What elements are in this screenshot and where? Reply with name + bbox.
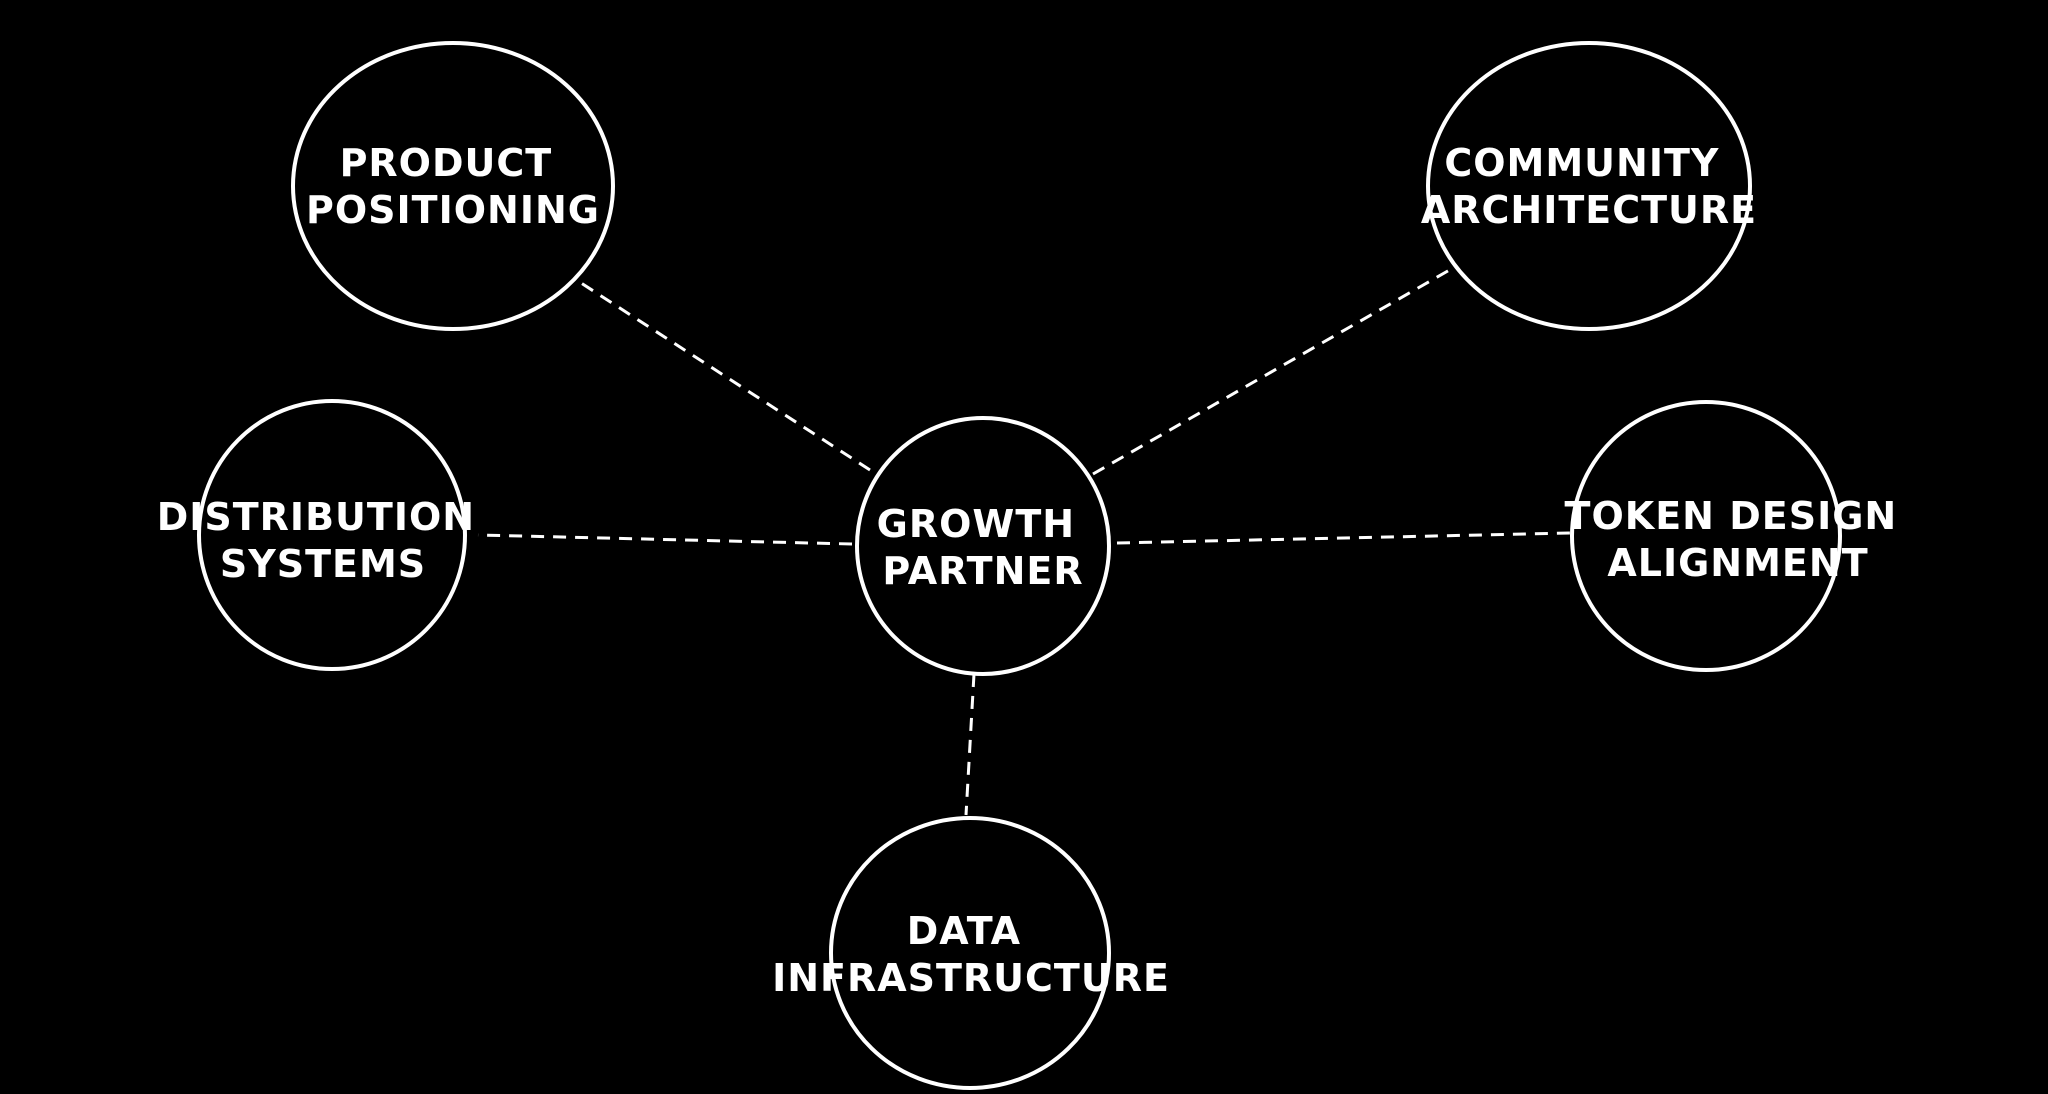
node-circle [1426,41,1752,331]
node-label-line: SYSTEMS [220,542,426,586]
node-label: DISTRIBUTION SYSTEMS [157,495,490,586]
node-label-line: ARCHITECTURE [1421,188,1757,232]
node-token-design-alignment: TOKEN DESIGN ALIGNMENT [1565,400,1912,672]
node-label: GROWTH PARTNER [877,502,1090,593]
node-label-line: DATA [907,909,1021,953]
node-circle [197,399,467,671]
node-label-line: PRODUCT [340,141,553,185]
node-label-line: INFRASTRUCTURE [772,956,1170,1000]
node-circle [291,41,615,331]
connector-product-positioning [577,279,871,472]
connector-layer [477,266,1571,816]
node-label: COMMUNITY ARCHITECTURE [1421,141,1757,232]
node-label-line: GROWTH [877,502,1075,546]
node-distribution-systems: DISTRIBUTION SYSTEMS [157,399,490,671]
node-label-line: DISTRIBUTION [157,495,475,539]
node-community-architecture: COMMUNITY ARCHITECTURE [1421,41,1757,331]
node-circle [1570,400,1842,672]
connector-distribution-systems [477,533,853,546]
connector-community-architecture [1092,266,1454,476]
node-label: TOKEN DESIGN ALIGNMENT [1565,494,1912,585]
connector-token-design-alignment [1116,531,1571,545]
node-label-line: TOKEN DESIGN [1565,494,1898,538]
node-label: PRODUCT POSITIONING [306,141,600,232]
node-label-line: COMMUNITY [1444,141,1719,185]
node-label-line: POSITIONING [306,188,600,232]
node-label-line: PARTNER [882,549,1083,593]
node-growth-partner: GROWTH PARTNER [855,416,1111,676]
connector-data-infrastructure [964,673,976,816]
node-product-positioning: PRODUCT POSITIONING [291,41,615,331]
node-label-line: ALIGNMENT [1607,541,1868,585]
node-circle [829,816,1111,1090]
node-data-infrastructure: DATA INFRASTRUCTURE [772,816,1170,1090]
node-label: DATA INFRASTRUCTURE [772,909,1170,1000]
node-circle [855,416,1111,676]
